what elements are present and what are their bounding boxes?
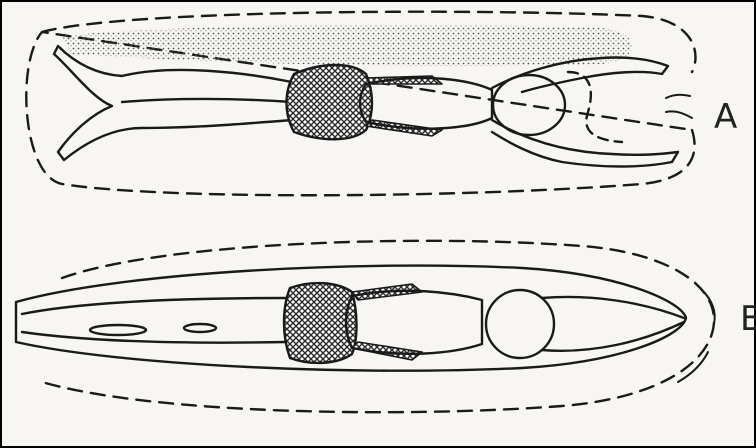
panel-b-arms	[542, 297, 684, 351]
panel-a-stipple-region	[62, 25, 632, 66]
panel-label-a: A	[714, 100, 737, 134]
panel-label-b: B	[740, 302, 756, 336]
panel-b-head	[486, 290, 554, 358]
panel-b-legs	[22, 298, 286, 343]
panel-a	[26, 12, 695, 196]
panel-b	[16, 241, 715, 412]
panel-a-arm-lower	[492, 120, 678, 167]
panel-a-legs	[54, 46, 292, 160]
